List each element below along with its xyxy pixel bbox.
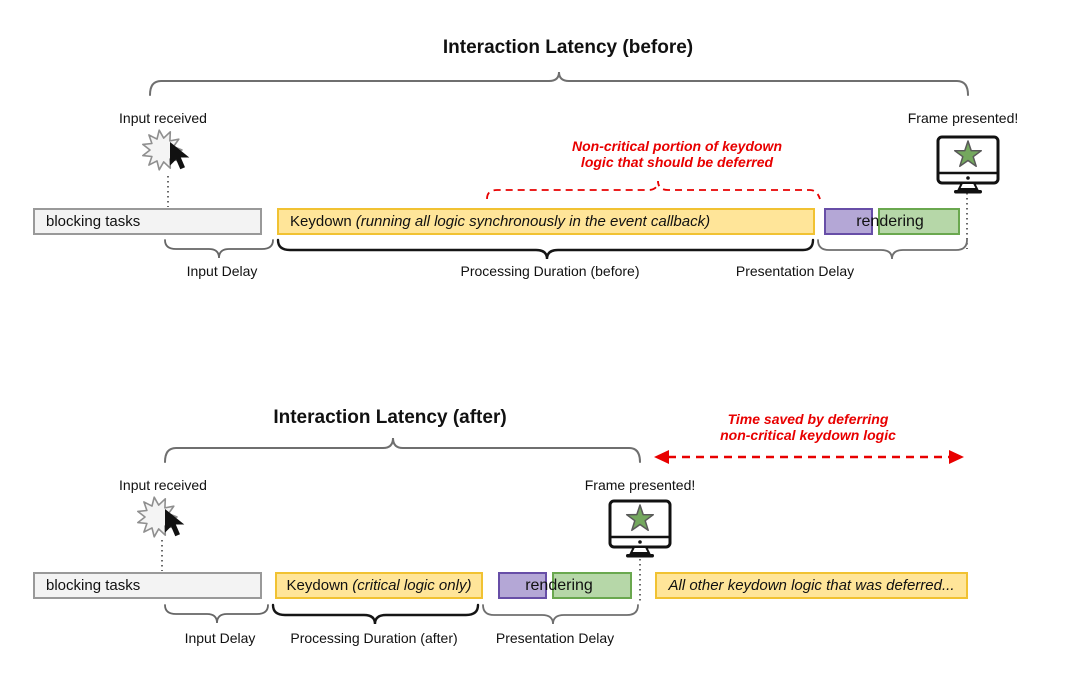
after-processing-duration-brace bbox=[271, 603, 480, 625]
before-input-received-label: Input received bbox=[119, 110, 207, 126]
before-presentation-delay-brace bbox=[817, 239, 968, 260]
star-icon bbox=[953, 140, 983, 168]
deferred-keydown-bar: All other keydown logic that was deferre… bbox=[655, 572, 968, 599]
cursor-icon bbox=[170, 142, 190, 170]
monitor-camera-dot bbox=[638, 540, 642, 544]
deferred-keydown-label: All other keydown logic that was deferre… bbox=[668, 577, 955, 594]
after-presentation-delay-label: Presentation Delay bbox=[495, 630, 615, 646]
time-saved-arrowhead-right bbox=[949, 450, 964, 464]
before-input-delay-label: Input Delay bbox=[186, 263, 258, 279]
after-keydown-detail: (critical logic only) bbox=[352, 577, 472, 594]
monitor-stand bbox=[957, 182, 979, 190]
before-noncritical-annotation: Non-critical portion of keydown logic th… bbox=[572, 138, 782, 170]
after-title: Interaction Latency (after) bbox=[273, 407, 507, 428]
after-presentation-delay-brace bbox=[482, 604, 639, 625]
monitor-icon bbox=[608, 499, 672, 558]
after-annotation-line2: non-critical keydown logic bbox=[720, 427, 896, 443]
before-rendering-label: rendering bbox=[856, 213, 924, 230]
before-presentation-delay-label: Presentation Delay bbox=[735, 263, 855, 279]
after-style-layout-bar bbox=[498, 572, 547, 599]
before-keydown-detail: (running all logic synchronously in the … bbox=[355, 213, 711, 230]
cursor-icon bbox=[165, 509, 185, 537]
before-input-delay-brace bbox=[164, 239, 274, 259]
time-saved-annotation: Time saved by deferring non-critical key… bbox=[720, 411, 896, 443]
time-saved-arrowhead-left bbox=[654, 450, 669, 464]
after-input-delay-brace bbox=[164, 604, 269, 624]
before-processing-duration-brace bbox=[276, 238, 815, 260]
before-annotation-line1: Non-critical portion of keydown bbox=[571, 138, 783, 154]
monitor-camera-dot bbox=[966, 176, 970, 180]
before-blocking-tasks-label: blocking tasks bbox=[46, 213, 141, 230]
after-frame-presented-label: Frame presented! bbox=[584, 477, 696, 493]
after-input-delay-label: Input Delay bbox=[184, 630, 256, 646]
before-style-layout-bar bbox=[824, 208, 873, 235]
before-keydown-label: Keydown bbox=[290, 213, 352, 230]
before-title: Interaction Latency (before) bbox=[442, 37, 694, 58]
monitor-stand bbox=[629, 546, 651, 554]
before-processing-duration-label: Processing Duration (before) bbox=[460, 263, 640, 279]
after-input-received-label: Input received bbox=[119, 477, 207, 493]
after-blocking-tasks-bar: blocking tasks bbox=[33, 572, 262, 599]
after-paint-bar bbox=[552, 572, 632, 599]
monitor-base bbox=[954, 190, 982, 194]
monitor-base bbox=[626, 554, 654, 558]
after-keydown-bar: Keydown (critical logic only) bbox=[275, 572, 483, 599]
after-keydown-label: Keydown bbox=[286, 577, 349, 594]
before-total-latency-brace bbox=[149, 71, 969, 96]
before-blocking-tasks-bar: blocking tasks bbox=[33, 208, 262, 235]
after-rendering-label: rendering bbox=[525, 577, 593, 594]
click-burst-icon bbox=[136, 496, 185, 538]
monitor-icon bbox=[936, 135, 1000, 194]
before-annotation-line2: logic that should be deferred bbox=[580, 154, 774, 170]
before-paint-bar bbox=[878, 208, 960, 235]
after-total-latency-brace bbox=[164, 437, 641, 463]
star-icon bbox=[625, 504, 655, 532]
click-burst-icon bbox=[141, 129, 190, 171]
after-annotation-line1: Time saved by deferring bbox=[727, 411, 889, 427]
after-blocking-tasks-label: blocking tasks bbox=[46, 577, 141, 594]
before-noncritical-dashed-brace bbox=[486, 180, 821, 200]
before-keydown-bar: Keydown (running all logic synchronously… bbox=[277, 208, 815, 235]
before-frame-presented-label: Frame presented! bbox=[907, 110, 1019, 126]
after-processing-duration-label: Processing Duration (after) bbox=[290, 630, 458, 646]
